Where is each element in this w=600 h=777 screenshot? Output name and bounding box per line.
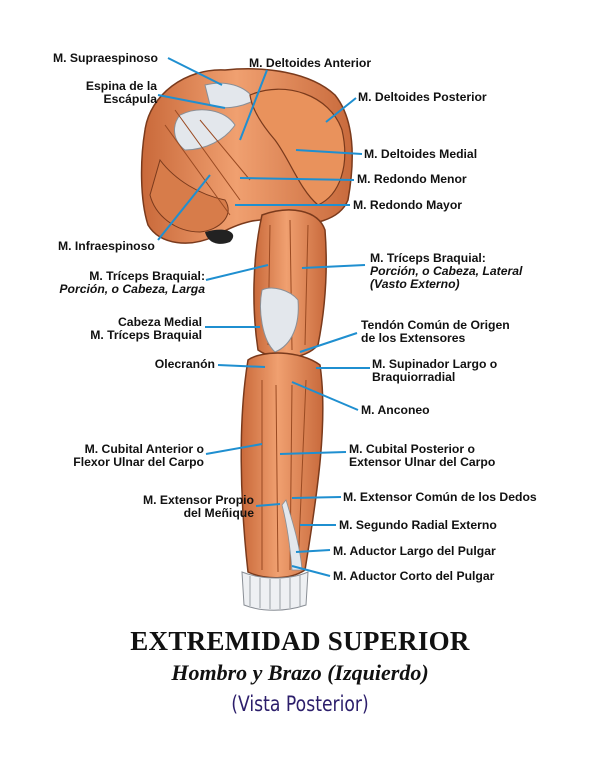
- label-supraespinoso: M. Supraespinoso: [53, 51, 158, 65]
- label-aductor-largo: M. Aductor Largo del Pulgar: [333, 544, 496, 558]
- label-redondo-menor: M. Redondo Menor: [357, 172, 467, 186]
- label-triceps-lateral: M. Tríceps Braquial:Porción, o Cabeza, L…: [370, 251, 523, 291]
- label-anconeo: M. Anconeo: [361, 403, 430, 417]
- shoulder-muscles: [140, 68, 353, 244]
- label-deltoides-anterior: M. Deltoides Anterior: [249, 56, 372, 70]
- label-redondo-mayor: M. Redondo Mayor: [353, 198, 463, 212]
- label-deltoides-medial: M. Deltoides Medial: [364, 147, 478, 161]
- wrist-band: [241, 571, 309, 611]
- page-title: EXTREMIDAD SUPERIOR: [130, 626, 470, 656]
- label-triceps-larga: M. Tríceps Braquial:Porción, o Cabeza, L…: [59, 269, 205, 296]
- label-deltoides-posterior: M. Deltoides Posterior: [358, 90, 487, 104]
- label-infraespinoso: M. Infraespinoso: [58, 239, 155, 253]
- view-caption: (Vista Posterior): [231, 692, 369, 716]
- label-aductor-corto: M. Aductor Corto del Pulgar: [333, 569, 495, 583]
- label-olecranon: Olecranón: [154, 357, 215, 371]
- label-segundo-radial: M. Segundo Radial Externo: [339, 518, 497, 532]
- upper-arm-muscles: [253, 209, 327, 359]
- forearm-muscles: [240, 352, 324, 579]
- arm-muscle-illustration: [140, 57, 370, 611]
- leader-lines: [157, 57, 370, 577]
- label-extensor-comun: M. Extensor Común de los Dedos: [343, 490, 537, 504]
- page-subtitle: Hombro y Brazo (Izquierdo): [171, 660, 429, 685]
